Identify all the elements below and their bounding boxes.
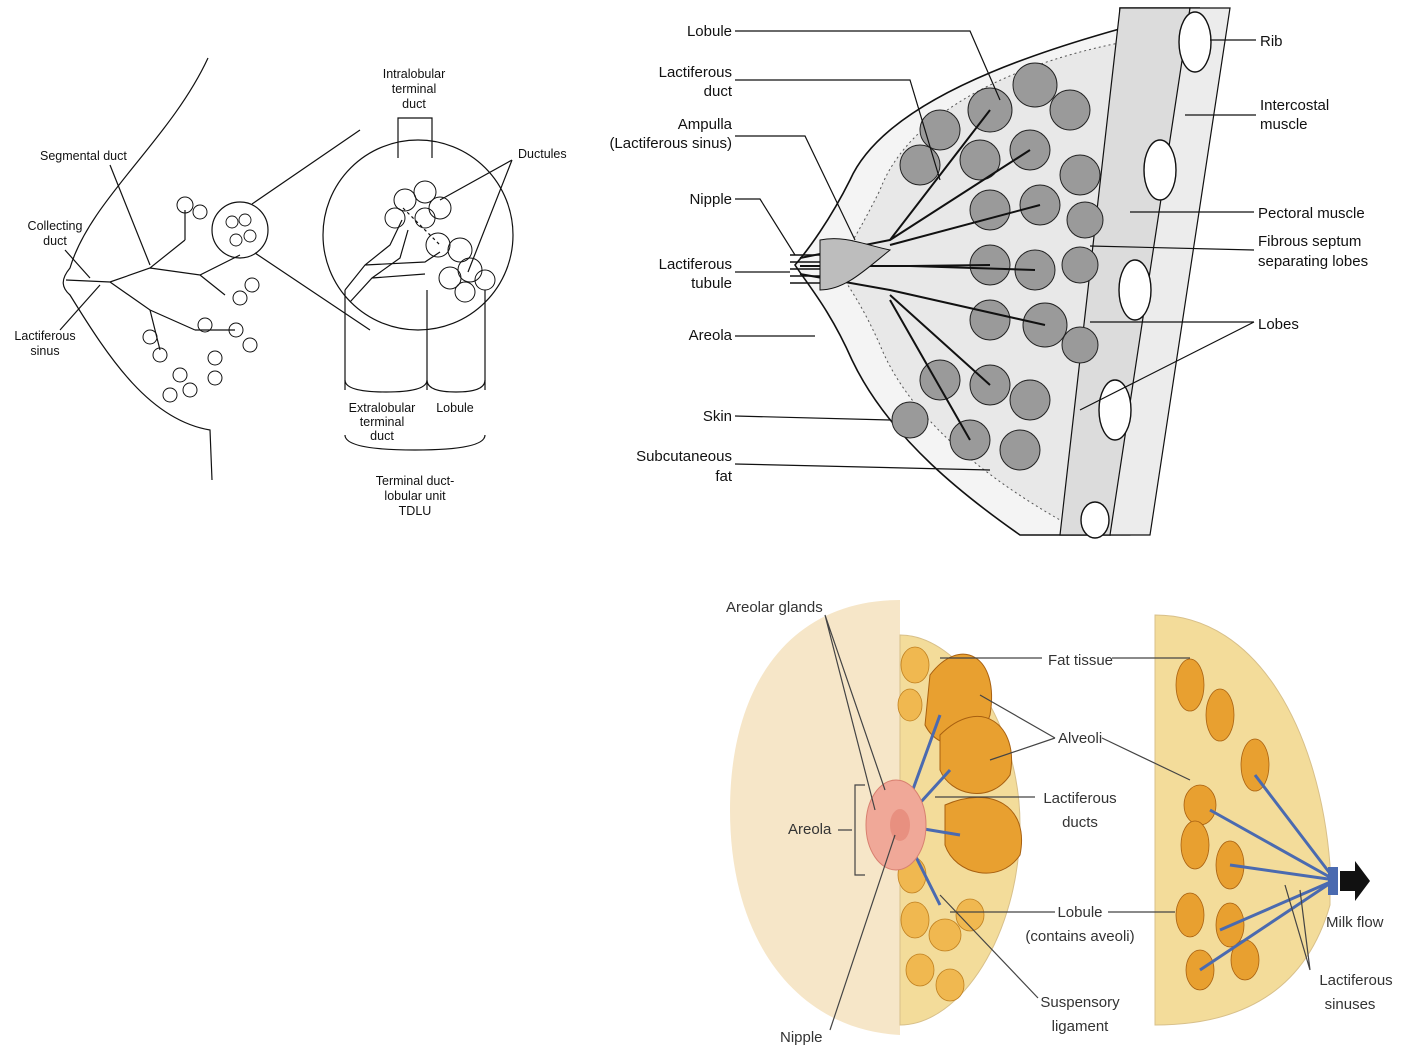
label-pectoral: Pectoral muscle [1258,205,1365,222]
label-skin: Skin [703,408,732,425]
label-intercostal: Intercostal [1260,97,1329,114]
ductule-buds [385,181,495,302]
ductal-tree-svg: Intralobular terminal duct Ductules Segm… [0,40,590,540]
label-rib: Rib [1260,33,1283,50]
label-extralobular-2: terminal [360,415,404,429]
label-subcutaneous-fat: Subcutaneous [636,448,732,465]
label-extralobular-3: duct [370,429,394,443]
label-areola: Areola [689,327,733,344]
label-suspensory-ligament-2: ligament [1052,1018,1110,1035]
label-nipple: Nipple [780,1029,823,1046]
label-fibrous-septum: Fibrous septum [1258,233,1361,250]
label-ductules: Ductules [518,147,567,161]
lobule-clusters [143,197,259,402]
label-lobule: Lobule [1057,904,1102,921]
milk-flow-arrow [1340,861,1370,901]
label-collecting-duct: Collecting [28,219,83,233]
label-intralobular-2: terminal [392,82,436,96]
color-diagram-svg: Areolar glands Fat tissue Alveoli Areola… [700,575,1404,1050]
label-lobes: Lobes [1258,316,1299,333]
label-collecting-duct-2: duct [43,234,67,248]
breast-outline [63,58,212,480]
label-subcutaneous-fat-2: fat [715,468,733,485]
label-lactiferous-sinuses-2: sinuses [1325,996,1376,1013]
label-intercostal-2: muscle [1260,116,1308,133]
label-tdlu-2: lobular unit [384,489,446,503]
label-lactiferous-sinuses: Lactiferous [1319,972,1392,989]
label-alveoli: Alveoli [1058,730,1102,747]
label-extralobular: Extralobular [349,401,416,415]
label-lactiferous-ducts-2: ducts [1062,814,1098,831]
label-fibrous-septum-2: separating lobes [1258,253,1368,270]
label-tdlu-3: TDLU [399,504,432,518]
label-segmental-duct: Segmental duct [40,149,127,163]
label-lactiferous-tubule: Lactiferous [659,256,732,273]
label-lobule-2: (contains aveoli) [1025,928,1134,945]
label-intralobular-3: duct [402,97,426,111]
label-lactiferous-sinus: Lactiferous [14,329,75,343]
label-nipple: Nipple [689,191,732,208]
cross-section-diagram: Lobule Lactiferous duct Ampulla (Lactife… [590,0,1404,540]
ductal-tree-diagram: Intralobular terminal duct Ductules Segm… [0,40,590,540]
label-tdlu: Terminal duct- [376,474,455,488]
label-areola: Areola [788,821,832,838]
label-lactiferous-ducts: Lactiferous [1043,790,1116,807]
label-milk-flow: Milk flow [1326,914,1384,931]
label-lactiferous-tubule-2: tubule [691,275,732,292]
label-lactiferous-duct-2: duct [704,83,733,100]
label-lobule: Lobule [436,401,474,415]
magnify-circle-small [212,202,268,258]
label-lobule: Lobule [687,23,732,40]
label-suspensory-ligament: Suspensory [1040,994,1120,1011]
label-ampulla-2: (Lactiferous sinus) [609,135,732,152]
label-intralobular: Intralobular [383,67,446,81]
label-areolar-glands: Areolar glands [726,599,823,616]
label-ampulla: Ampulla [678,116,733,133]
label-lactiferous-sinus-2: sinus [30,344,59,358]
label-fat-tissue: Fat tissue [1048,652,1113,669]
label-lactiferous-duct: Lactiferous [659,64,732,81]
cross-section-svg: Lobule Lactiferous duct Ampulla (Lactife… [590,0,1404,540]
color-lactation-diagram: Areolar glands Fat tissue Alveoli Areola… [700,575,1404,1050]
